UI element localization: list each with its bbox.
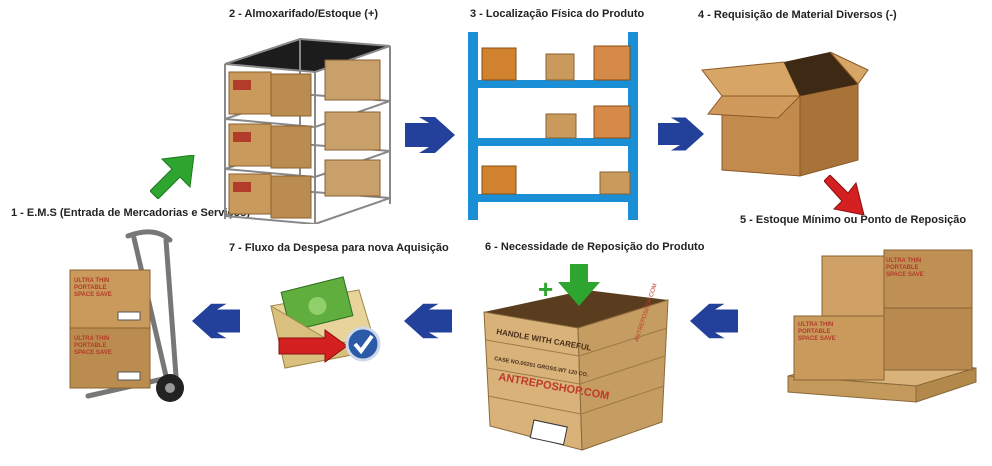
barcode-icon bbox=[117, 371, 141, 381]
warehouse-rack-illustration bbox=[205, 24, 395, 224]
pallet-box-print-5: PORTABLE bbox=[886, 265, 919, 271]
step-1-label: 1 - E.M.S (Entrada de Mercadorias e Serv… bbox=[11, 207, 251, 219]
step-3-label: 3 - Localização Física do Produto bbox=[470, 8, 645, 20]
truck-box-print-2: PORTABLE bbox=[74, 285, 107, 291]
wooden-crate-illustration: HANDLE WITH CAREFUL CASE NO.00201 GROSS.… bbox=[478, 262, 678, 462]
pallet-box-print-2: PORTABLE bbox=[798, 329, 831, 335]
barcode-icon bbox=[117, 311, 141, 321]
step-2-label: 2 - Almoxarifado/Estoque (+) bbox=[229, 8, 379, 20]
truck-box-print-6: SPACE SAVE bbox=[74, 350, 112, 356]
step-4-label: 4 - Requisição de Material Diversos (-) bbox=[698, 9, 897, 21]
pallet-box-print-3: SPACE SAVE bbox=[798, 336, 836, 342]
check-badge-icon bbox=[345, 326, 381, 362]
arrow-2-to-3-icon bbox=[405, 117, 455, 153]
open-box-illustration bbox=[700, 48, 870, 178]
barcode-icon bbox=[529, 419, 568, 446]
truck-box-print-3: SPACE SAVE bbox=[74, 292, 112, 298]
truck-box-print-5: PORTABLE bbox=[74, 343, 107, 349]
pallet-box-print-4: ULTRA THIN bbox=[886, 258, 921, 264]
down-green-arrow-icon bbox=[558, 264, 600, 306]
money-envelope-illustration bbox=[265, 276, 387, 376]
step-6-label: 6 - Necessidade de Reposição do Produto bbox=[485, 241, 705, 253]
truck-box-print-4: ULTRA THIN bbox=[74, 336, 109, 342]
pallet-box-print-6: SPACE SAVE bbox=[886, 272, 924, 278]
step-5-label: 5 - Estoque Mínimo ou Ponto de Reposição bbox=[740, 214, 967, 226]
truck-box-print-1: ULTRA THIN bbox=[74, 278, 109, 284]
hand-truck-illustration: ULTRA THIN PORTABLE SPACE SAVE ULTRA THI… bbox=[58, 226, 188, 412]
arrow-7-to-1-icon bbox=[192, 303, 240, 339]
pallet-box-print-1: ULTRA THIN bbox=[798, 322, 833, 328]
shelving-unit-illustration bbox=[464, 30, 644, 224]
arrow-3-to-4-icon bbox=[658, 117, 704, 151]
plus-icon: + bbox=[538, 274, 553, 304]
arrow-1-to-2-icon bbox=[150, 155, 195, 199]
arrow-6-to-7-icon bbox=[404, 303, 452, 339]
pallet-boxes-illustration: ULTRA THIN PORTABLE SPACE SAVE ULTRA THI… bbox=[786, 246, 978, 406]
arrow-5-to-6-icon bbox=[690, 303, 738, 339]
arrow-4-to-5-icon bbox=[824, 175, 865, 215]
step-7-label: 7 - Fluxo da Despesa para nova Aquisição bbox=[229, 242, 449, 254]
